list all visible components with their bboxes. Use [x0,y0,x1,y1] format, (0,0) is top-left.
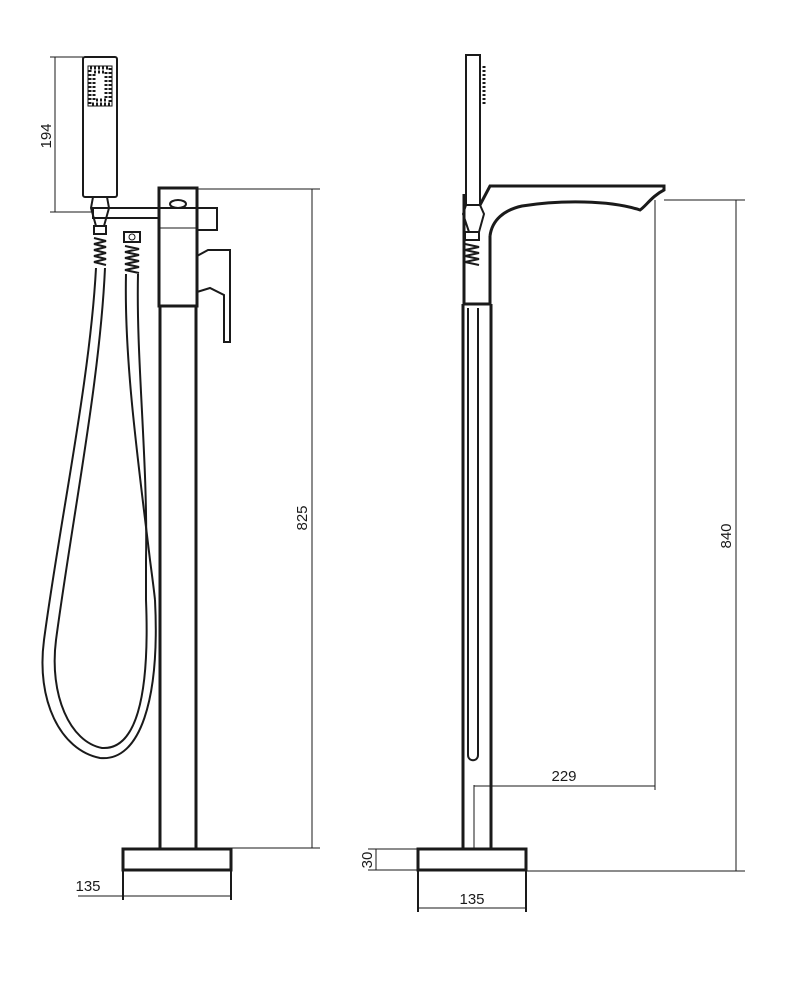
hose-connectors [93,225,141,243]
hose-springs [93,237,140,274]
side-view: 840 229 30 135 [359,54,745,912]
dim-135-side-label: 135 [459,891,484,908]
base [121,847,233,900]
dim-194: 194 [38,56,93,213]
shower-hose [41,267,157,760]
dim-194-label: 194 [38,123,55,148]
dim-135-front-label: 135 [75,878,100,895]
dim-135-side: 135 [418,891,526,909]
dim-840: 840 [526,199,745,872]
hand-shower-side [461,54,486,233]
lever-handle [196,249,231,343]
column [158,306,198,848]
dim-229-label: 229 [551,768,576,785]
dim-135-front: 135 [75,878,231,897]
spout [462,184,666,304]
dim-30-label: 30 [359,852,376,869]
dim-30: 30 [359,848,418,871]
front-view: 194 825 135 [38,56,320,900]
dim-825-label: 825 [294,505,311,530]
hand-shower [82,56,118,227]
dim-840-label: 840 [718,523,735,548]
shower-nozzle-grid [88,66,112,106]
side-base [416,847,528,912]
mixer-body [157,186,218,308]
side-hose-spring [464,231,480,266]
dim-825: 825 [197,188,320,849]
dim-229: 229 [473,200,656,848]
holder-bar [92,207,160,219]
side-column [461,302,493,848]
